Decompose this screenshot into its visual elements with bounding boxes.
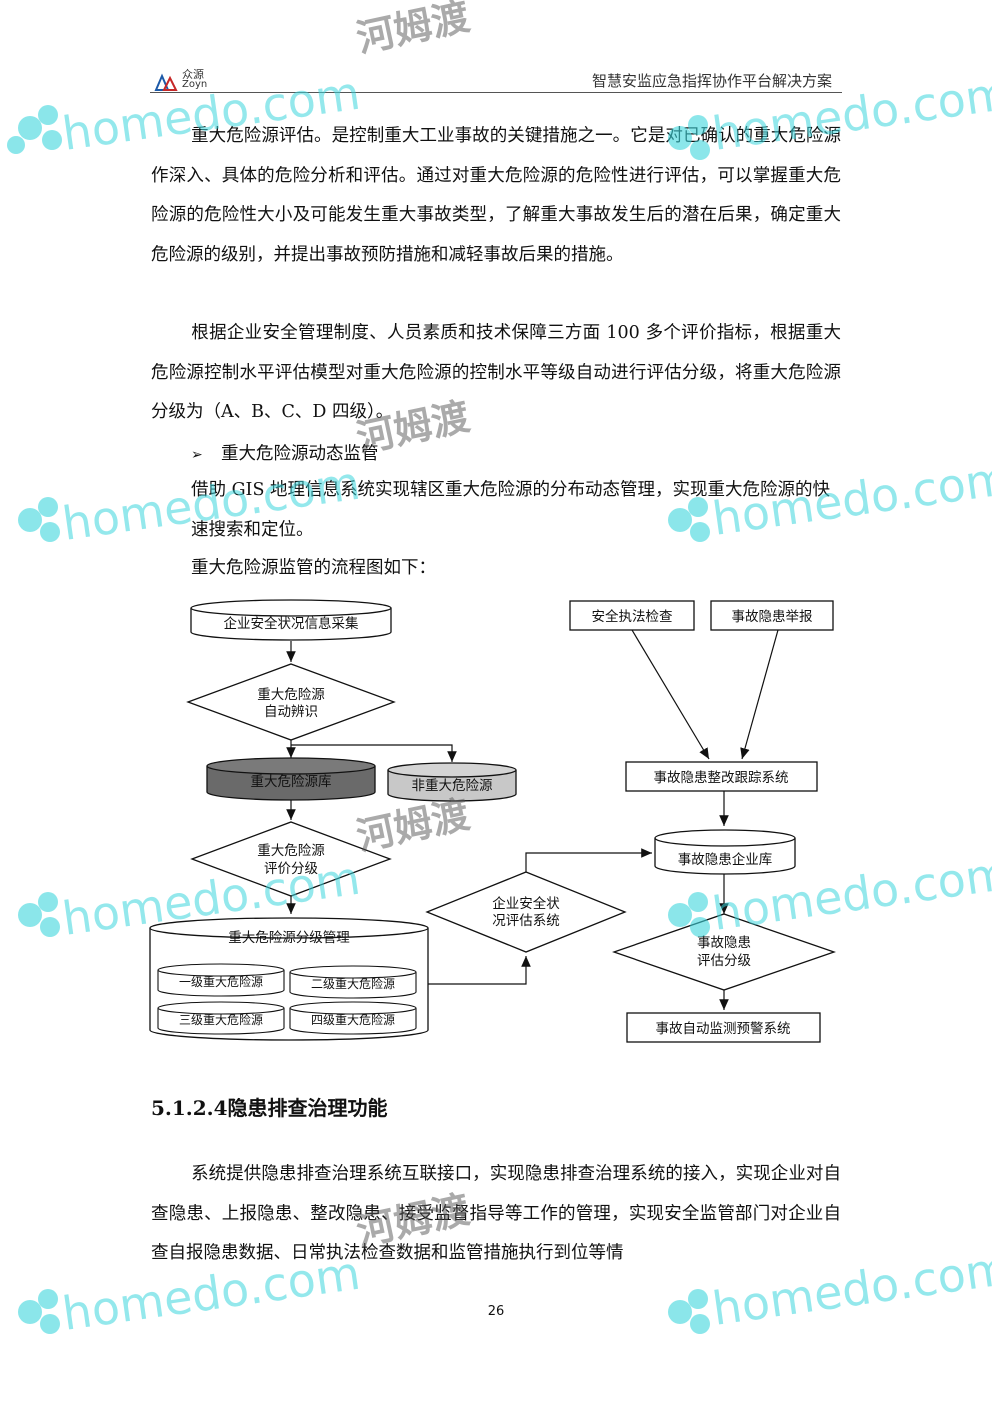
- company-logo: 众源 Zoyn: [152, 66, 247, 94]
- node-auto-identify-label-1: 重大危险源: [257, 687, 325, 703]
- logo-en-text: Zoyn: [182, 79, 208, 90]
- node-hazard-evaluation-label-2: 评价分级: [264, 861, 318, 877]
- node-hazard-enterprise-db: 事故隐患企业库: [654, 829, 796, 875]
- node-hazard-evaluation: 重大危险源 评价分级: [190, 821, 392, 897]
- node-non-major-hazard-label: 非重大危险源: [412, 778, 493, 794]
- node-major-hazard-db-label: 重大危险源库: [251, 774, 332, 790]
- node-hazard-evaluation-right-label-2: 评估分级: [697, 953, 751, 969]
- node-law-inspection: 安全执法检查: [569, 600, 695, 631]
- document-header-title: 智慧安监应急指挥协作平台解决方案: [591, 72, 832, 90]
- node-rectification-tracking: 事故隐患整改跟踪系统: [625, 761, 818, 792]
- node-auto-monitoring-warning: 事故自动监测预警系统: [626, 1012, 821, 1043]
- node-info-collect-label: 企业安全状况信息采集: [224, 615, 359, 632]
- node-enterprise-evaluation-label-2: 况评估系统: [492, 913, 560, 929]
- section-heading: 5.1.2.4隐患排查治理功能: [151, 1096, 388, 1120]
- node-hazard-enterprise-db-label: 事故隐患企业库: [678, 851, 773, 868]
- logo-mark-icon: [154, 73, 178, 91]
- node-level-1: 一级重大危险源: [157, 963, 285, 997]
- paragraph-flow-intro: 重大危险源监管的流程图如下：: [191, 558, 436, 578]
- bullet-dynamic-monitoring: ➢ 重大危险源动态监管: [191, 440, 379, 465]
- logo-cn-text: 众源: [182, 68, 204, 81]
- node-level-4: 四级重大危险源: [289, 1001, 417, 1035]
- node-rectification-tracking-label: 事故隐患整改跟踪系统: [654, 770, 789, 786]
- node-level-2-label: 二级重大危险源: [311, 976, 395, 991]
- node-hazard-report-label: 事故隐患举报: [732, 609, 813, 625]
- node-info-collect: 企业安全状况信息采集: [190, 599, 392, 641]
- node-non-major-hazard: 非重大危险源: [387, 762, 517, 802]
- node-level-2: 二级重大危险源: [289, 965, 417, 999]
- header-divider: [150, 92, 842, 93]
- node-auto-monitoring-warning-label: 事故自动监测预警系统: [656, 1021, 791, 1037]
- node-auto-identify-label-2: 自动辨识: [264, 704, 318, 720]
- paragraph-assessment: 重大危险源评估。是控制重大工业事故的关键措施之一。它是对已确认的重大危险源作深入…: [151, 117, 841, 275]
- node-grade-management-label: 重大危险源分级管理: [228, 930, 350, 946]
- page-number: 26: [487, 1304, 505, 1319]
- bullet-dynamic-monitoring-text: 重大危险源动态监管: [221, 444, 379, 464]
- node-level-3-label: 三级重大危险源: [179, 1012, 263, 1027]
- node-hazard-report: 事故隐患举报: [710, 600, 834, 631]
- node-hazard-evaluation-right-label-1: 事故隐患: [697, 935, 751, 951]
- node-hazard-evaluation-right: 事故隐患 评估分级: [612, 913, 836, 991]
- bullet-arrow-icon: ➢: [191, 447, 203, 463]
- node-law-inspection-label: 安全执法检查: [592, 608, 673, 625]
- node-level-4-label: 四级重大危险源: [311, 1012, 395, 1027]
- node-level-1-label: 一级重大危险源: [179, 974, 263, 989]
- paragraph-assessment-text: 重大危险源评估。是控制重大工业事故的关键措施之一。它是对已确认的重大危险源作深入…: [151, 126, 841, 265]
- paragraph-gis: 借助 GIS 地理信息系统实现辖区重大危险源的分布动态管理，实现重大危险源的快速…: [191, 480, 831, 540]
- node-enterprise-evaluation: 企业安全状 况评估系统: [425, 871, 627, 953]
- paragraph-grading-text: 根据企业安全管理制度、人员素质和技术保障三方面 100 多个评价指标，根据重大危…: [151, 323, 841, 422]
- node-level-3: 三级重大危险源: [157, 1001, 285, 1035]
- node-major-hazard-db: 重大危险源库: [206, 757, 376, 801]
- node-auto-identify: 重大危险源 自动辨识: [186, 663, 396, 741]
- paragraph-hazard-investigation: 系统提供隐患排查治理系统互联接口，实现隐患排查治理系统的接入，实现企业对自查隐患…: [151, 1155, 841, 1274]
- node-hazard-evaluation-label-1: 重大危险源: [257, 843, 325, 859]
- paragraph-hazard-investigation-text: 系统提供隐患排查治理系统互联接口，实现隐患排查治理系统的接入，实现企业对自查隐患…: [151, 1164, 841, 1263]
- paragraph-grading: 根据企业安全管理制度、人员素质和技术保障三方面 100 多个评价指标，根据重大危…: [151, 314, 841, 433]
- node-enterprise-evaluation-label-1: 企业安全状: [492, 895, 560, 912]
